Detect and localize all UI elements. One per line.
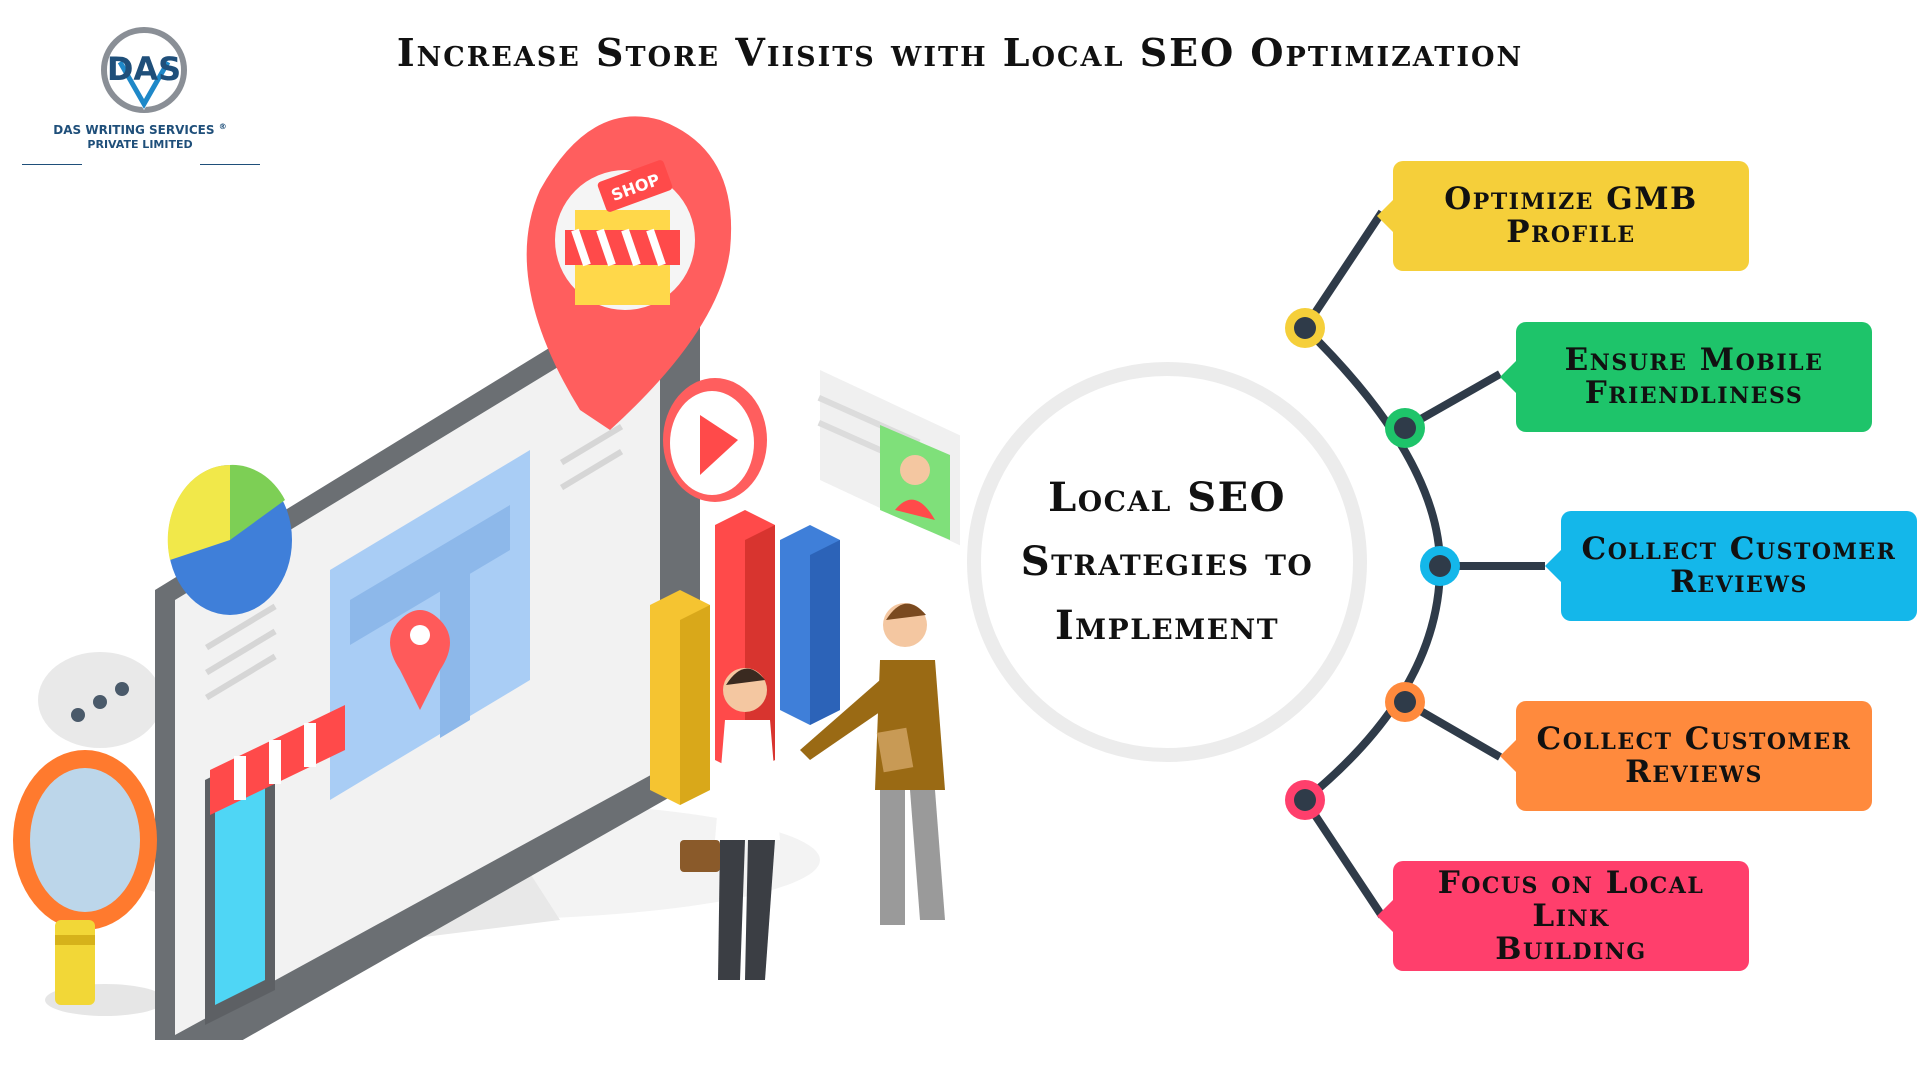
company-suffix: PRIVATE LIMITED [87,138,193,151]
strategy-box-customer-reviews-2: Collect Customer Reviews [1500,701,1872,811]
strategy-label: Building [1495,930,1647,967]
pie-chart-icon [167,464,292,615]
das-logo-icon: DAS [101,27,187,113]
company-logo: DAS DAS WRITING SERVICES ® PRIVATE LIMIT… [20,18,260,165]
magnifier-icon [13,750,157,1005]
strategy-label: Focus on Local Link [1437,864,1705,934]
mobile-store-icon [205,705,345,1025]
bar-chart-icon [650,510,840,805]
strategy-label: Ensure Mobile [1564,342,1824,378]
strategy-box-mobile-friendliness: Ensure Mobile Friendliness [1500,322,1872,432]
strategy-label: Collect Customer [1536,721,1852,757]
play-icon [663,378,767,502]
logo-rule-right [200,164,260,165]
strategy-box-optimize-gmb: Optimize GMB Profile [1377,161,1749,271]
strategy-label: Reviews [1625,754,1763,790]
chat-bubble-icon [38,652,162,748]
profile-card-icon [817,370,960,546]
strategy-label: Reviews [1670,564,1808,600]
connector-node-center [1294,789,1316,811]
company-name-text: DAS WRITING SERVICES [53,123,215,137]
page-title: Increase Store Viisits with Local SEO Op… [396,30,1524,75]
strategy-label: Optimize GMB [1444,181,1698,217]
strategy-box-customer-reviews-1: Collect Customer Reviews [1545,511,1917,621]
logo-rule-left [22,164,82,165]
connector-branch-5 [1301,797,1386,919]
monitor-icon [155,280,700,1040]
strategy-label: Profile [1506,214,1636,250]
center-line-2: Strategies to [1020,538,1314,585]
connector-node-center [1394,691,1416,713]
connector-branch-1 [1301,209,1386,331]
center-circle: Local SEO Strategies to Implement [967,362,1367,762]
center-line-3: Implement [1054,602,1280,649]
center-line-1: Local SEO [1048,474,1286,521]
connector-node-center [1294,317,1316,339]
logo-letters: DAS [107,50,181,88]
connector-node-center [1429,555,1451,577]
colleague-icon [800,603,945,925]
registered-mark: ® [218,122,227,131]
shop-location-pin-icon: SHOP [526,116,732,430]
businessman-icon [680,668,780,980]
seo-illustration: SHOP [13,116,960,1040]
connector-node-center [1394,417,1416,439]
strategy-box-local-link-building: Focus on Local Link Building [1377,861,1749,971]
company-name: DAS WRITING SERVICES ® [20,122,260,137]
strategy-label: Collect Customer [1581,531,1897,567]
strategy-label: Friendliness [1584,375,1804,411]
